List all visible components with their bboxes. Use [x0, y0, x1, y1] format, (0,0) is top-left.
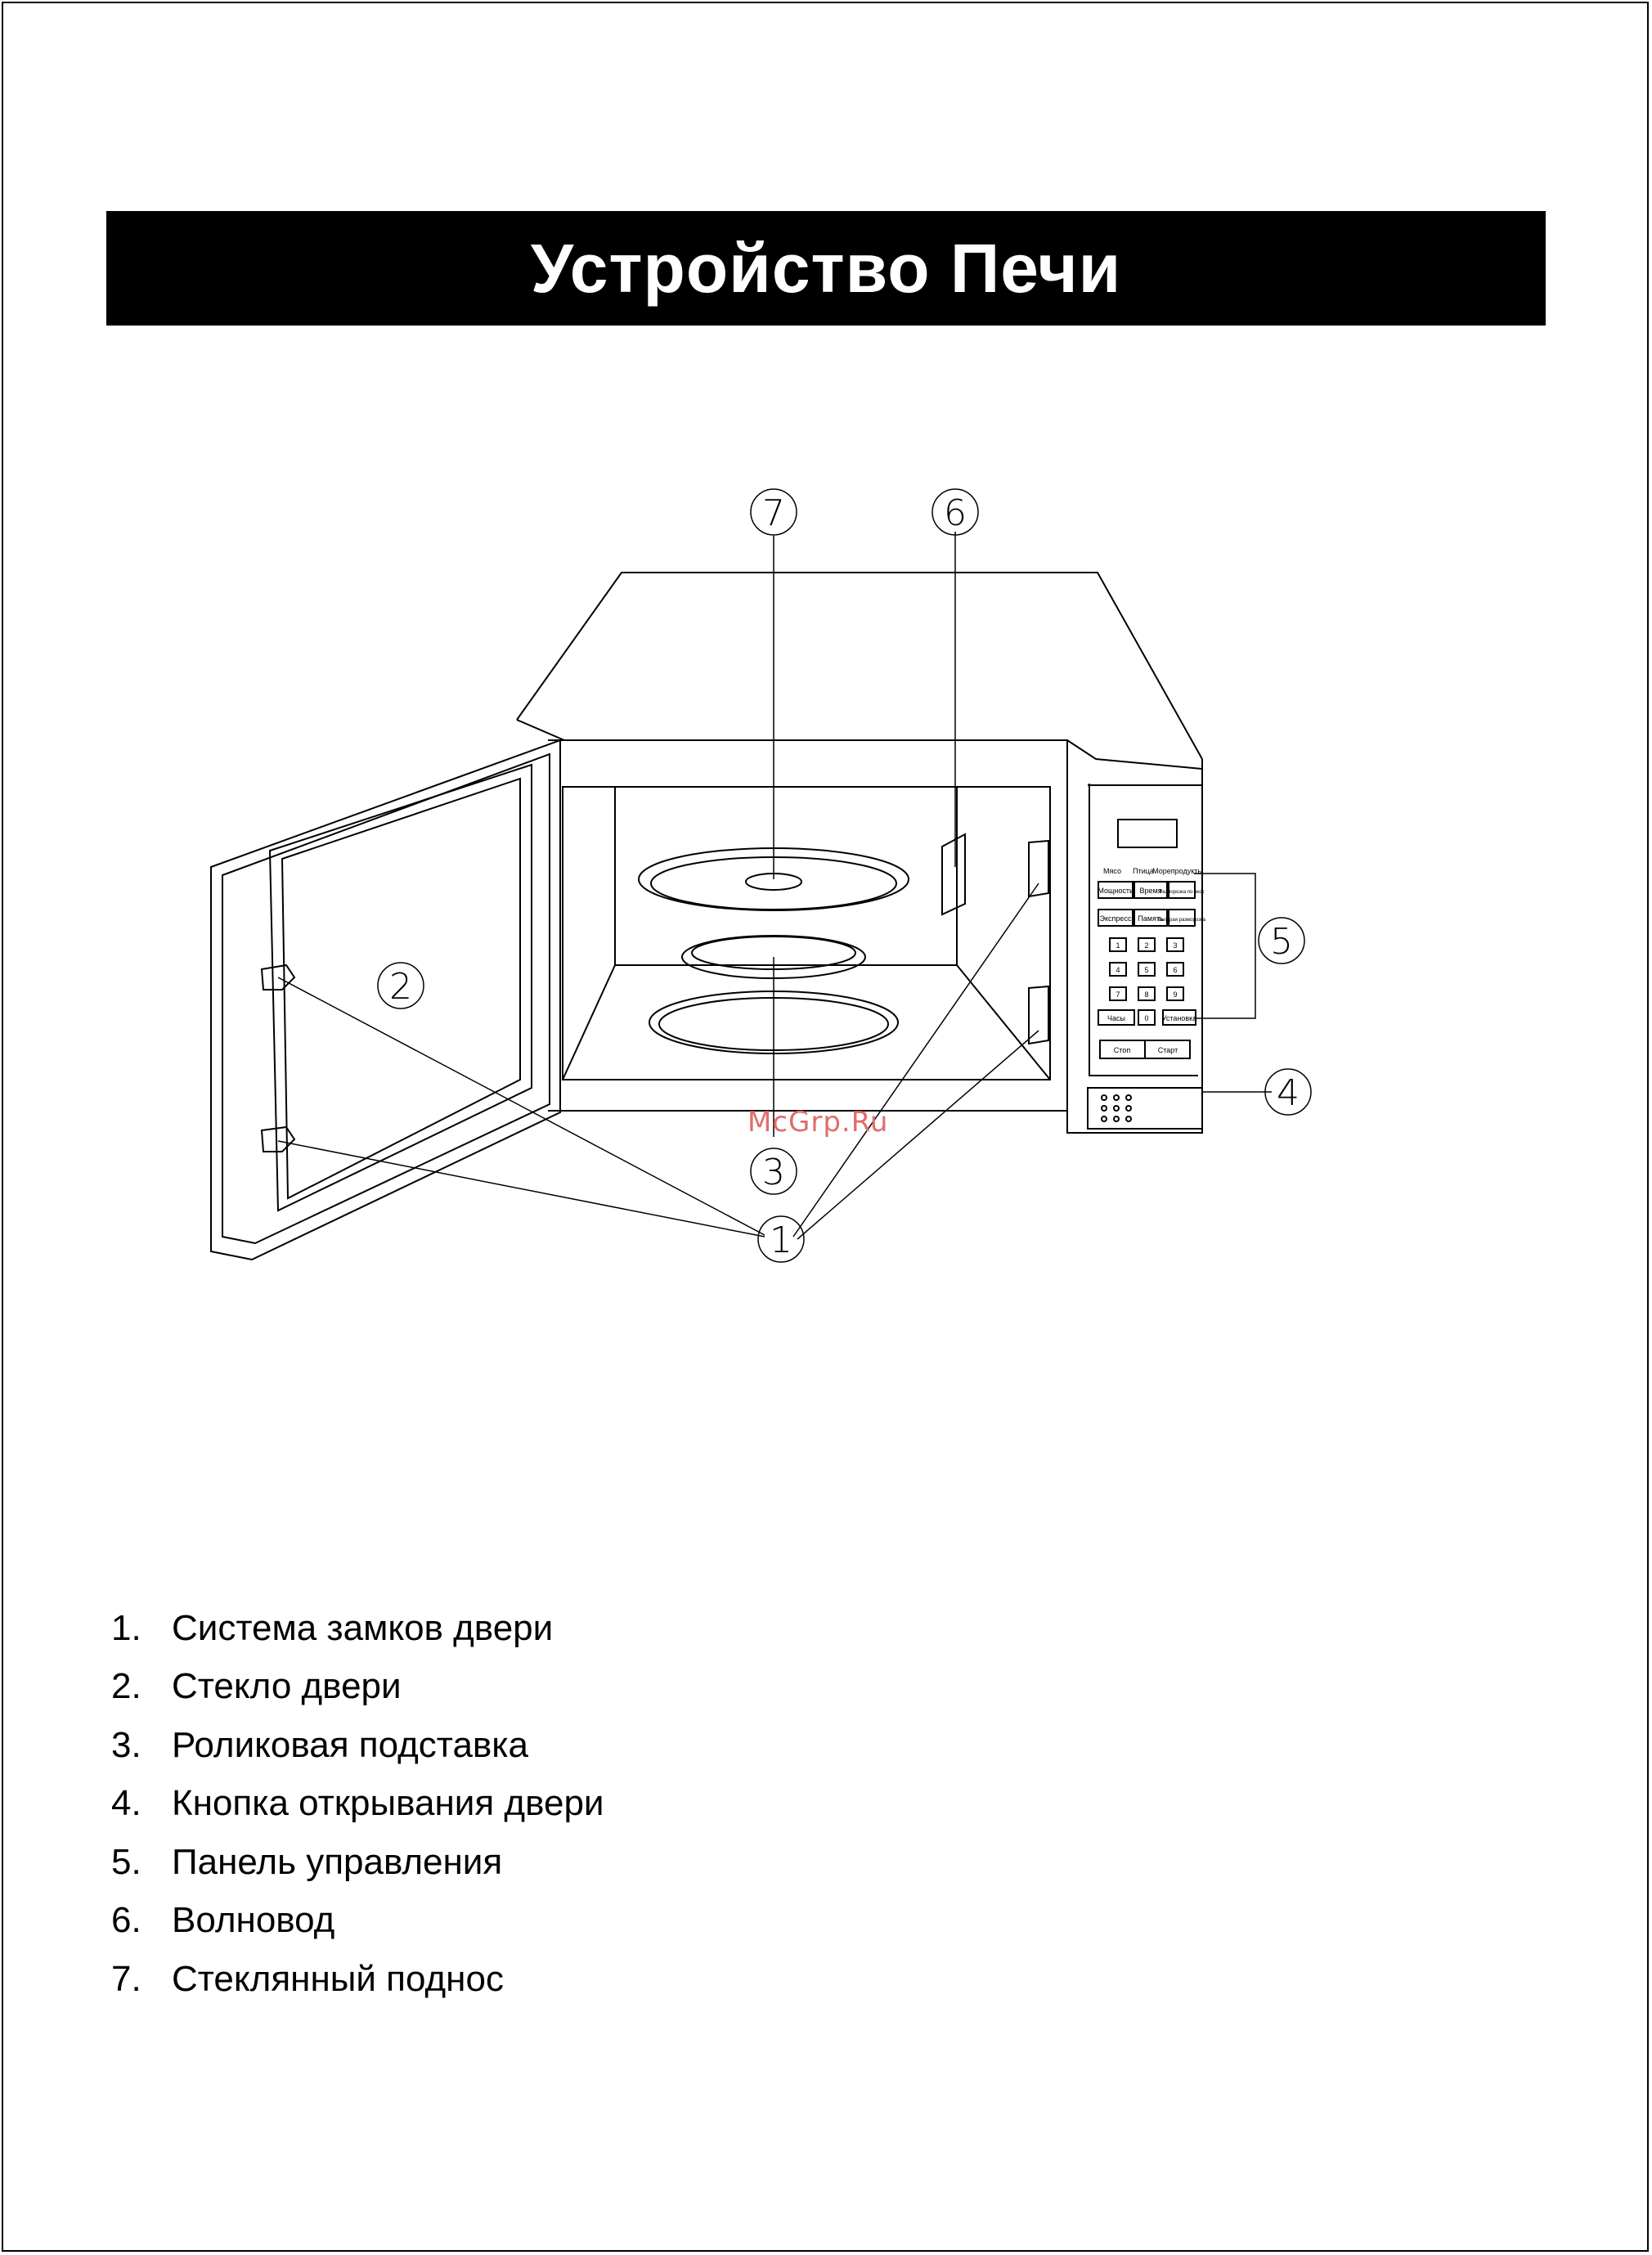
callout-7-circle: [750, 488, 797, 536]
parts-list: 1.Система замков двери 2.Стекло двери 3.…: [111, 1599, 604, 2009]
digit-3: 3: [1173, 941, 1177, 950]
express-button-label: Экспресс: [1100, 914, 1132, 923]
list-item: 5.Панель управления: [111, 1841, 503, 1882]
oven-cavity-frame: [548, 739, 1068, 1112]
digit-0: 0: [1144, 1014, 1148, 1022]
digit-2: 2: [1144, 941, 1148, 950]
part-label: Волновод: [172, 1900, 335, 1941]
callout-1-circle: [757, 1215, 805, 1263]
digit-7: 7: [1116, 990, 1120, 999]
callout-3-circle: [750, 1148, 797, 1195]
stop-button-label: Стоп: [1114, 1046, 1131, 1054]
watermark: McGrp.Ru: [747, 1106, 889, 1139]
part-label: Панель управления: [172, 1841, 503, 1882]
waveguide: [941, 833, 966, 916]
callout-1: 1: [770, 1220, 792, 1261]
list-item: 4.Кнопка открывания двери: [111, 1783, 604, 1824]
oven-top: [516, 572, 1203, 760]
digit-4: 4: [1116, 966, 1120, 974]
clock-button-label: Часы: [1107, 1014, 1125, 1022]
control-panel-frame: [1066, 739, 1203, 1134]
memory-button-label: Память: [1138, 914, 1164, 923]
list-item: 7.Стеклянный поднос: [111, 1958, 504, 1999]
oven-door: [210, 739, 561, 1261]
list-item: 6.Волновод: [111, 1900, 335, 1941]
part-label: Система замков двери: [172, 1607, 554, 1648]
indicator-meat: Мясо: [1103, 867, 1121, 875]
set-button-label: Установка: [1162, 1014, 1197, 1022]
list-item: 2.Стекло двери: [111, 1666, 402, 1707]
part-label: Стеклянный поднос: [172, 1958, 504, 1999]
callout-6-circle: [931, 488, 979, 536]
microwave-drawing: 7 6 2 3 1 5 4 Мясо Птица Морепродукты Мо…: [210, 488, 1312, 1263]
oven-cavity: [562, 786, 1051, 1080]
callout-4: 4: [1277, 1072, 1300, 1114]
callout-2: 2: [389, 966, 412, 1008]
door-glass: [268, 763, 532, 1212]
digit-5: 5: [1144, 966, 1148, 974]
list-item: 3.Роликовая подставка: [111, 1724, 528, 1765]
callout-6: 6: [944, 492, 967, 534]
microwave-diagram: 7 6 2 3 1 5 4 Мясо Птица Морепродукты Мо…: [210, 488, 1312, 1263]
callout-2-circle: [377, 962, 424, 1009]
part-label: Роликовая подставка: [172, 1724, 528, 1765]
part-label: Стекло двери: [172, 1666, 402, 1707]
callout-5: 5: [1270, 921, 1293, 963]
callout-7: 7: [762, 492, 785, 534]
latch-hole-lower: [1028, 985, 1049, 1045]
list-item: 1.Система замков двери: [111, 1607, 554, 1648]
time-button-label: Время: [1139, 887, 1161, 895]
indicator-seafood: Морепродукты: [1152, 867, 1203, 875]
latch-hole-upper: [1028, 839, 1049, 898]
door-latch-upper: [260, 964, 296, 990]
callout-3: 3: [762, 1152, 785, 1193]
digit-8: 8: [1144, 990, 1148, 999]
quick-defrost-label: Быстрая разморозка: [1158, 918, 1206, 923]
display: [1117, 819, 1178, 848]
power-button-label: Мощность: [1098, 887, 1134, 895]
door-latch-lower: [260, 1125, 296, 1152]
door-open-button: [1087, 1087, 1203, 1130]
digit-9: 9: [1173, 990, 1177, 999]
start-button-label: Старт: [1158, 1046, 1178, 1054]
title-bar: Устройство Печи: [106, 211, 1546, 326]
page-title: Устройство Печи: [530, 229, 1122, 307]
callout-5-circle: [1258, 917, 1305, 964]
weight-defrost-label: Разморозка по весу: [1159, 890, 1204, 895]
indicator-poultry: Птица: [1133, 867, 1154, 875]
digit-1: 1: [1116, 941, 1120, 950]
part-label: Кнопка открывания двери: [172, 1783, 604, 1824]
callout-4-circle: [1264, 1068, 1312, 1116]
digit-6: 6: [1173, 966, 1177, 974]
